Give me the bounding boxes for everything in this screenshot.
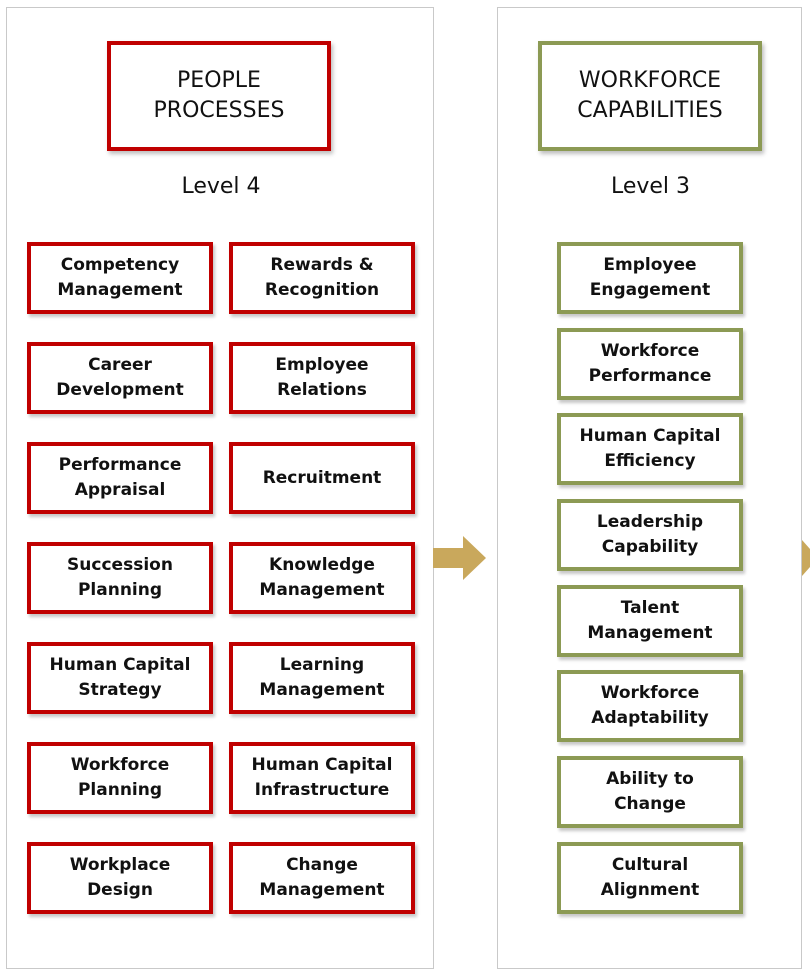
process-item: Human Capital Infrastructure bbox=[229, 742, 415, 814]
process-item: Workforce Planning bbox=[27, 742, 213, 814]
capability-item: Human Capital Efficiency bbox=[557, 413, 743, 485]
process-item: Rewards & Recognition bbox=[229, 242, 415, 314]
people-processes-level: Level 4 bbox=[181, 174, 261, 199]
process-item: Learning Management bbox=[229, 642, 415, 714]
process-item: Knowledge Management bbox=[229, 542, 415, 614]
workforce-capabilities-title: WORKFORCE CAPABILITIES bbox=[538, 41, 762, 151]
process-item: Human Capital Strategy bbox=[27, 642, 213, 714]
capability-item: Leadership Capability bbox=[557, 499, 743, 571]
workforce-capabilities-level: Level 3 bbox=[610, 174, 691, 199]
process-item: Workplace Design bbox=[27, 842, 213, 914]
flow-arrow-icon bbox=[802, 540, 810, 576]
process-item: Performance Appraisal bbox=[27, 442, 213, 514]
flow-arrow-icon bbox=[433, 536, 486, 580]
capability-item: Workforce Performance bbox=[557, 328, 743, 400]
capability-item: Employee Engagement bbox=[557, 242, 743, 314]
process-item: Competency Management bbox=[27, 242, 213, 314]
people-processes-title: PEOPLE PROCESSES bbox=[107, 41, 331, 151]
capability-item: Cultural Alignment bbox=[557, 842, 743, 914]
process-item: Employee Relations bbox=[229, 342, 415, 414]
process-item: Recruitment bbox=[229, 442, 415, 514]
workforce-capabilities-panel: WORKFORCE CAPABILITIES Level 3 Employee … bbox=[497, 7, 802, 969]
capability-item: Workforce Adaptability bbox=[557, 670, 743, 742]
people-processes-panel: PEOPLE PROCESSES Level 4 Competency Mana… bbox=[6, 7, 434, 969]
process-item: Succession Planning bbox=[27, 542, 213, 614]
capability-item: Talent Management bbox=[557, 585, 743, 657]
capability-item: Ability to Change bbox=[557, 756, 743, 828]
process-item: Change Management bbox=[229, 842, 415, 914]
process-item: Career Development bbox=[27, 342, 213, 414]
